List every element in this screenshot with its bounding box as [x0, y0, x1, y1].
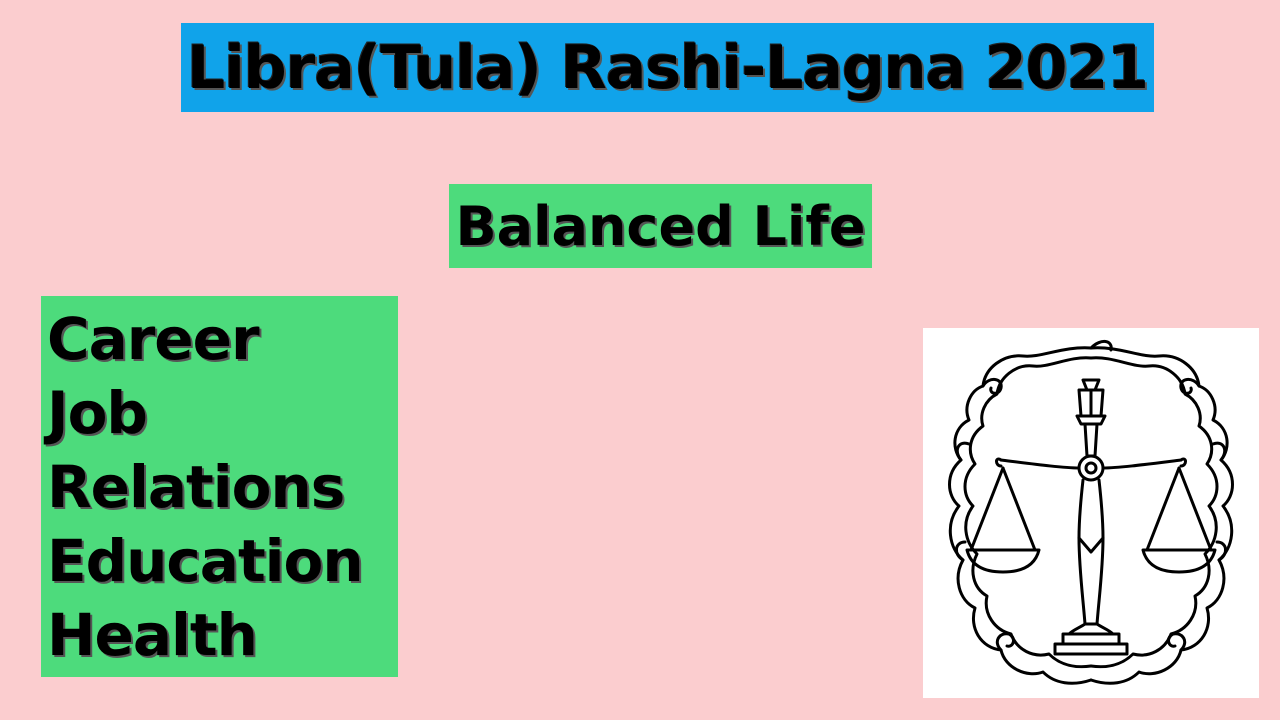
topics-list: Career Job Relations Education Health: [41, 296, 398, 677]
topic-item: Career: [47, 305, 260, 373]
subtitle-banner: Balanced Life: [449, 184, 872, 268]
topic-item: Relations: [47, 453, 345, 521]
page-title: Libra(Tula) Rashi-Lagna 2021: [186, 32, 1149, 103]
topic-item: Health: [47, 601, 258, 669]
libra-emblem: [923, 328, 1259, 698]
libra-scales-icon: [948, 340, 1234, 685]
subtitle: Balanced Life: [455, 194, 866, 258]
topic-item: Job: [47, 379, 148, 447]
topic-item: Education: [47, 527, 364, 595]
title-banner: Libra(Tula) Rashi-Lagna 2021: [181, 23, 1154, 112]
